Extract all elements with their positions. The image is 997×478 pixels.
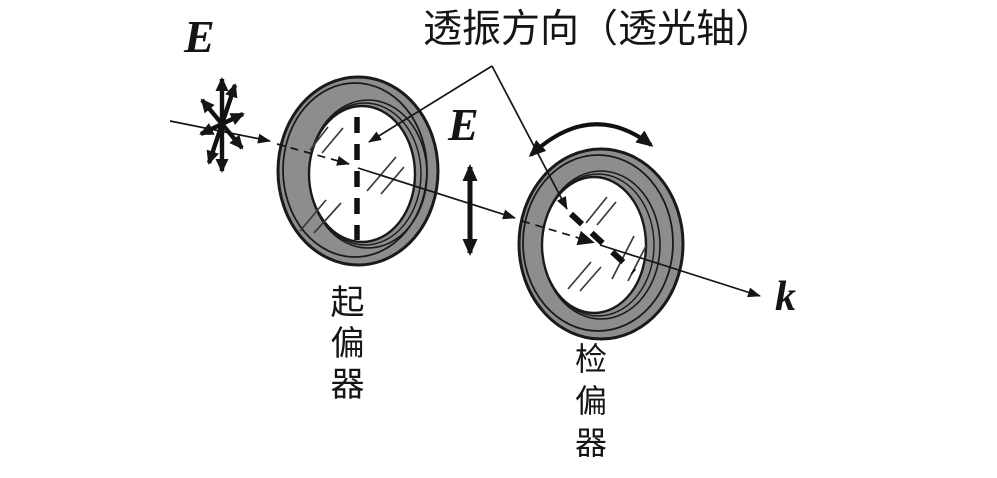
wave-vector-k-label: k [775,274,796,320]
rotation-arrow [528,122,654,158]
leader-to-analyzer-axis [491,65,568,210]
beam-segment-between [357,167,516,220]
analyzer-glass [540,175,648,315]
beam-segment-exit-k [599,244,761,298]
polarizer-label: 起偏器 [325,284,362,407]
analyzer-glass-hatching [567,196,647,292]
polarizer-glass-hatching [299,126,405,234]
beam-segment-inside-analyzer [521,220,595,246]
analyzer-transmission-axis [568,211,637,275]
beam-segment-inside-polarizer [276,143,350,166]
incident-E-label: E [184,11,215,62]
analyzer-label: 检偏器 [571,342,607,468]
title-transmission-axis: 透振方向（透光轴） [423,8,775,51]
leader-lines [368,65,568,210]
unpolarized-light-star-icon [199,77,245,173]
leader-to-polarizer-axis [368,65,493,143]
transmitted-E-label: E [448,99,479,150]
